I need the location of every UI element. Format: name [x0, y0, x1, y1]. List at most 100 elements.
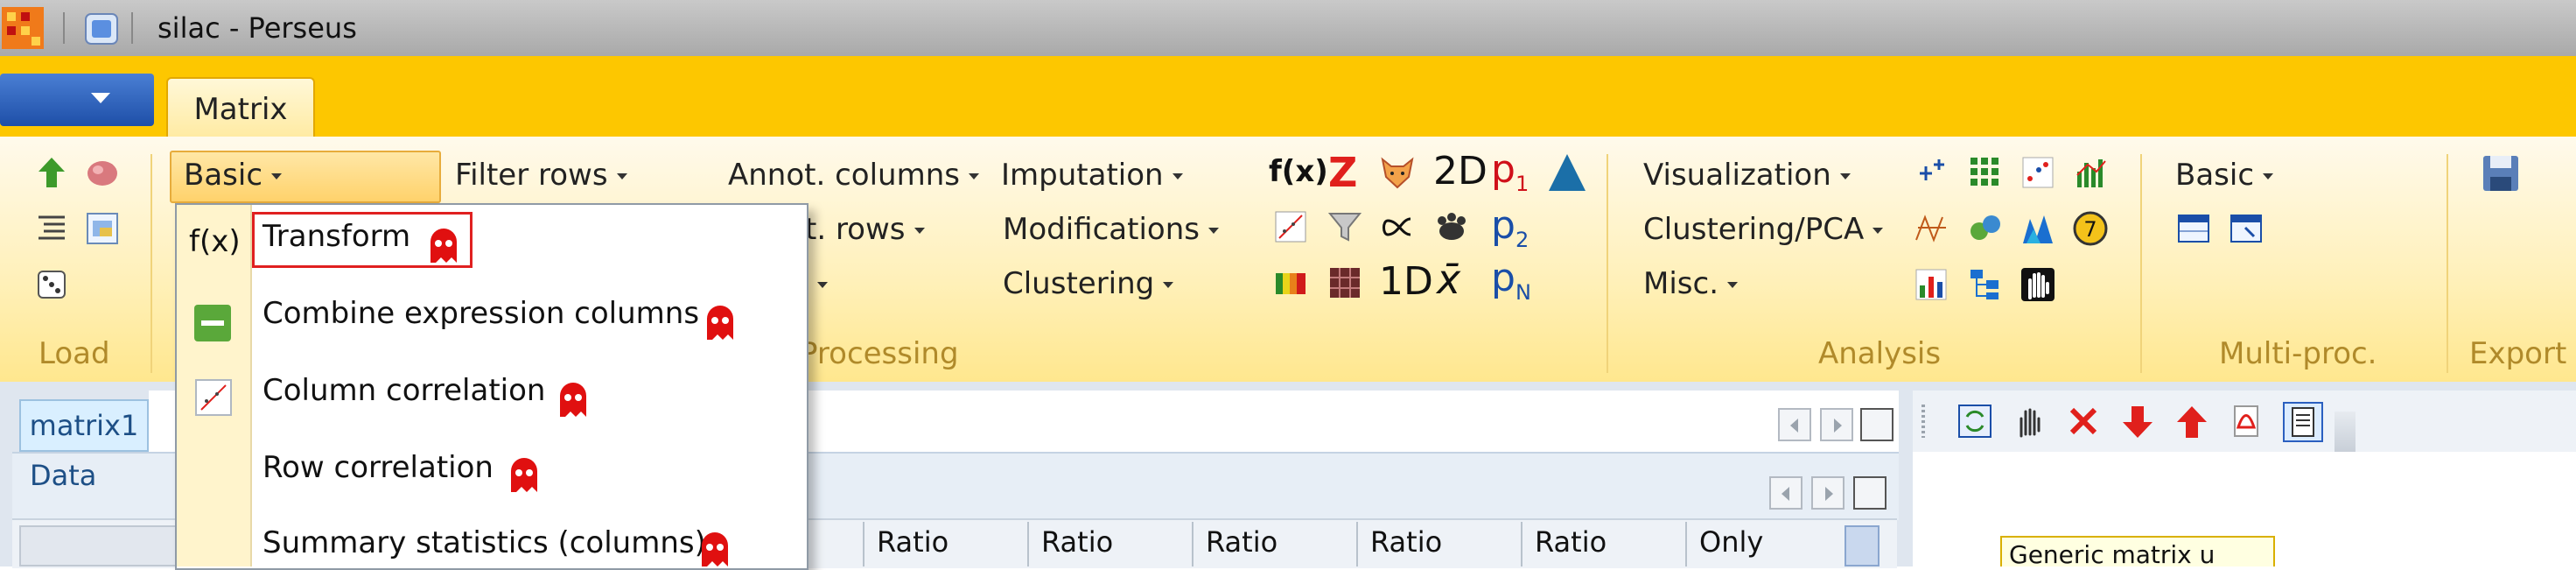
- multiproc-basic-text: Basic: [2175, 158, 2255, 193]
- menu-item-transform-selected[interactable]: [252, 212, 472, 268]
- load-up-arrow-icon[interactable]: [33, 154, 70, 191]
- document-view-icon[interactable]: [2282, 401, 2326, 443]
- window-list-button[interactable]: [1860, 408, 1894, 441]
- misc-menu[interactable]: Misc.: [1643, 266, 1738, 301]
- clustering-pca-menu[interactable]: Clustering/PCA: [1643, 212, 1884, 247]
- column-header[interactable]: Ratio: [877, 525, 949, 559]
- refresh-icon[interactable]: [1956, 403, 1993, 440]
- arrow-up-icon[interactable]: [2174, 403, 2210, 440]
- hidden-menu-caret[interactable]: [808, 266, 828, 301]
- combine-columns-icon: [194, 305, 231, 341]
- fx-icon[interactable]: f(x): [1269, 154, 1328, 189]
- paw-group-icon[interactable]: [1433, 208, 1470, 245]
- annot-rows-menu[interactable]: t. rows: [805, 212, 925, 247]
- p2-icon-letter: p: [1491, 203, 1516, 248]
- load-table-icon[interactable]: [84, 210, 121, 247]
- load-organism-icon[interactable]: [84, 154, 121, 191]
- multi-table-merge-icon[interactable]: [2228, 210, 2264, 247]
- group-label-export: Export: [2469, 336, 2567, 371]
- z-score-icon[interactable]: Z: [1328, 149, 1358, 196]
- scroll-right-button[interactable]: [1820, 408, 1853, 441]
- histogram-peak-icon[interactable]: [1545, 151, 1589, 194]
- imputation-menu[interactable]: Imputation: [1001, 158, 1183, 193]
- number-seven-badge-icon[interactable]: 7: [2072, 210, 2109, 247]
- volcano-plot-icon[interactable]: [1913, 154, 1950, 191]
- caret-down-icon: [914, 228, 925, 234]
- menu-item-combine-expression-columns[interactable]: Combine expression columns: [262, 296, 700, 331]
- pca-bubbles-icon[interactable]: [1967, 210, 2004, 247]
- p1-icon[interactable]: p1: [1491, 147, 1529, 196]
- scatter-dots-icon[interactable]: [2020, 154, 2056, 191]
- p2-icon[interactable]: p2: [1491, 203, 1529, 252]
- document-tab-matrix1[interactable]: matrix1: [19, 399, 149, 452]
- imputation-text: Imputation: [1001, 158, 1164, 193]
- filter-rows-menu[interactable]: Filter rows: [455, 158, 627, 193]
- tree-structure-icon[interactable]: [1967, 266, 2004, 303]
- menu-item-transform[interactable]: Transform: [262, 219, 411, 254]
- pdf-export-icon[interactable]: [2228, 403, 2264, 440]
- fox-icon[interactable]: [1379, 154, 1416, 191]
- group-separator: [2140, 154, 2142, 373]
- column-divider: [1356, 522, 1358, 566]
- menu-item-summary-statistics-columns[interactable]: Summary statistics (columns): [262, 525, 706, 560]
- caret-down-icon: [271, 173, 283, 179]
- save-disk-icon[interactable]: [2480, 152, 2522, 194]
- ghost-plugin-icon: [707, 306, 733, 340]
- pn-icon[interactable]: pN: [1491, 256, 1531, 305]
- visualization-menu[interactable]: Visualization: [1643, 158, 1851, 193]
- one-d-icon[interactable]: 1D: [1379, 259, 1433, 304]
- grid-matrix-icon[interactable]: [1967, 154, 2004, 191]
- basic-menu-button-active[interactable]: [170, 151, 441, 203]
- menu-item-column-correlation[interactable]: Column correlation: [262, 373, 546, 408]
- hand-pan-icon[interactable]: [2011, 403, 2048, 440]
- ghost-plugin-icon: [430, 229, 457, 263]
- app-logo-icon: [2, 7, 44, 49]
- pn-icon-subscript: N: [1515, 279, 1531, 305]
- matrix-grid-icon[interactable]: [1326, 264, 1363, 301]
- column-header[interactable]: Ratio: [1041, 525, 1114, 559]
- title-separator: [131, 12, 133, 44]
- subtab-scroll-right-button[interactable]: [1811, 476, 1844, 510]
- two-d-icon[interactable]: 2D: [1433, 149, 1488, 194]
- caret-down-icon: [1163, 282, 1174, 288]
- basic-menu-label[interactable]: Basic: [184, 158, 283, 193]
- ribbon-tab-strip: [0, 56, 2576, 137]
- subtab-data[interactable]: Data: [30, 459, 97, 492]
- p2-icon-subscript: 2: [1515, 227, 1530, 252]
- scatter-plot-icon[interactable]: [1272, 208, 1309, 245]
- multiproc-basic-menu[interactable]: Basic: [2175, 158, 2274, 193]
- subtab-window-list-button[interactable]: [1853, 476, 1886, 510]
- annot-columns-menu[interactable]: Annot. columns: [728, 158, 979, 193]
- column-correlation-icon: [195, 379, 232, 416]
- load-list-icon[interactable]: [33, 210, 70, 247]
- proportional-icon[interactable]: [1379, 208, 1416, 245]
- application-menu-button[interactable]: [0, 74, 154, 126]
- quick-access-window-icon[interactable]: [84, 12, 119, 46]
- mean-xbar-icon[interactable]: x̄: [1437, 256, 1461, 303]
- vertical-scrollbar-thumb[interactable]: [1844, 525, 1880, 566]
- filter-funnel-icon[interactable]: [1326, 208, 1363, 245]
- toolbar-overflow-button[interactable]: [2334, 412, 2356, 452]
- hand-stop-icon[interactable]: [2020, 266, 2056, 303]
- window-title: silac - Perseus: [158, 11, 357, 45]
- menu-item-row-correlation[interactable]: Row correlation: [262, 450, 494, 485]
- subtab-scroll-left-button[interactable]: [1769, 476, 1802, 510]
- load-random-dice-icon[interactable]: [33, 266, 70, 303]
- column-header[interactable]: Ratio: [1206, 525, 1278, 559]
- scroll-left-button[interactable]: [1778, 408, 1811, 441]
- column-header[interactable]: Ratio: [1370, 525, 1443, 559]
- cluster-network-icon[interactable]: [1913, 210, 1950, 247]
- hierarchical-cluster-icon[interactable]: [2020, 210, 2056, 247]
- arrow-down-icon[interactable]: [2119, 403, 2156, 440]
- caret-down-icon: [1208, 228, 1219, 234]
- multi-table-icon[interactable]: [2175, 210, 2212, 247]
- delete-cross-icon[interactable]: [2065, 403, 2102, 440]
- heatmap-color-icon[interactable]: [1272, 264, 1309, 301]
- tab-matrix[interactable]: Matrix: [166, 77, 315, 140]
- profile-plot-icon[interactable]: [2072, 154, 2109, 191]
- column-header[interactable]: Ratio: [1535, 525, 1607, 559]
- modifications-menu[interactable]: Modifications: [1003, 212, 1219, 247]
- clustering-menu[interactable]: Clustering: [1003, 266, 1174, 301]
- column-header[interactable]: Only: [1699, 525, 1764, 559]
- bar-chart-icon[interactable]: [1913, 266, 1950, 303]
